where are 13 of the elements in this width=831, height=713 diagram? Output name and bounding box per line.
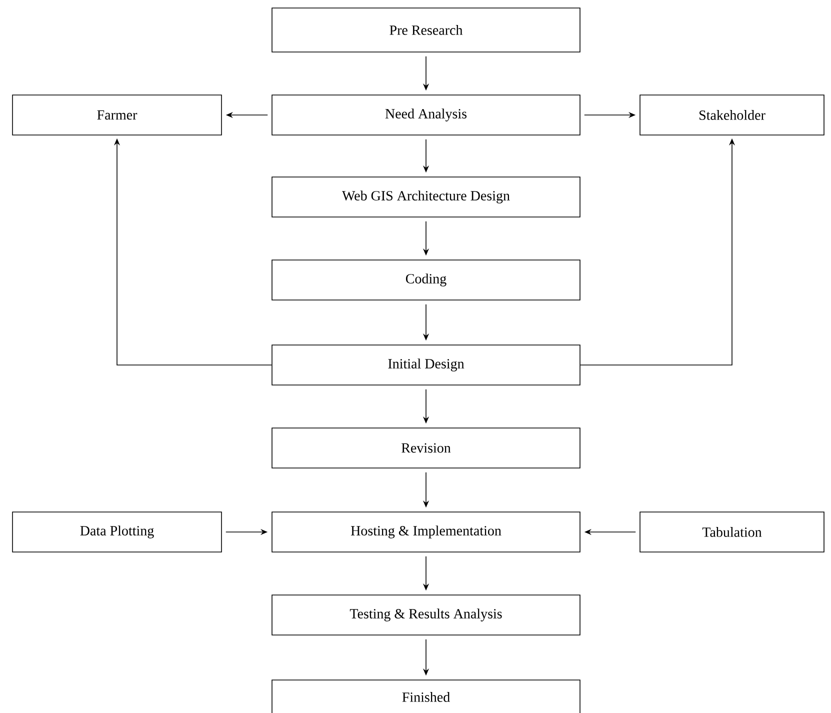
process-box: Testing & Results Analysis [272,594,580,636]
process-box: Finished [272,680,580,713]
process-box: Coding [272,260,580,300]
process-box: Farmer [12,94,222,136]
process-box: Stakeholder [640,94,824,136]
process-box: Web GIS Architecture Design [272,176,580,218]
process-box: Tabulation [640,512,824,552]
process-box: Initial Design [272,344,580,386]
process-box: Revision [272,428,580,468]
process-box: Data Plotting [12,512,222,552]
process-box: Hosting & Implementation [272,512,580,552]
process-box: Pre Research [272,8,580,52]
process-box: Need Analysis [272,94,580,136]
